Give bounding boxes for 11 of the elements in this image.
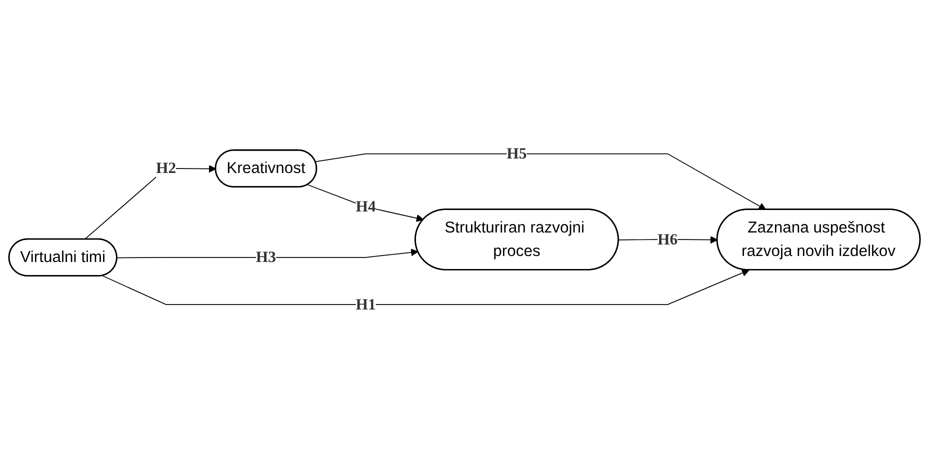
edge-label: H2	[156, 160, 176, 178]
arrow	[116, 248, 418, 259]
edge-label: H6	[658, 230, 678, 248]
edge-label: H3	[256, 248, 276, 266]
edge-label: H1	[356, 296, 376, 314]
arrow	[84, 165, 216, 240]
edge-label: H4	[356, 198, 376, 216]
arrow	[307, 184, 424, 222]
arrow	[102, 270, 750, 306]
arrow	[314, 154, 766, 210]
edge-label: H5	[506, 144, 527, 162]
